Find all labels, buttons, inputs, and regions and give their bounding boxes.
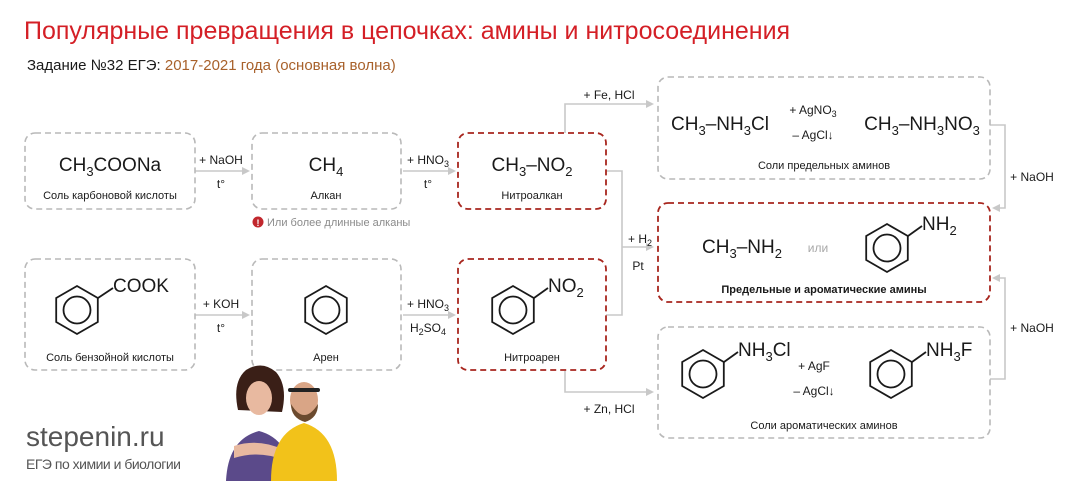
node-ammonium-salts: CH3–NH3Cl CH3–NH3NO3 Соли предельных ами… bbox=[657, 76, 991, 180]
sodium-acetate-formula: CH3COONa bbox=[59, 155, 162, 179]
reagent-naoh-upper: + NaOH bbox=[1010, 170, 1054, 184]
node-benzoate: COOK Соль бензойной кислоты bbox=[24, 258, 196, 371]
nitrobenzene-group: NO2 bbox=[548, 276, 584, 300]
reagent-hno3: + HNO3 bbox=[407, 153, 449, 169]
alkane-note: ! Или более длинные алканы bbox=[252, 216, 410, 229]
arrowhead-icon bbox=[448, 311, 456, 319]
reagent-koh: + KOH bbox=[203, 297, 239, 311]
page-subtitle: Задание №32 ЕГЭ: 2017-2021 года (основна… bbox=[27, 57, 396, 74]
warning-icon bbox=[252, 216, 264, 228]
arrowhead-icon bbox=[646, 100, 654, 108]
reagent-naoh-lower: + NaOH bbox=[1010, 321, 1054, 335]
presenter-beard bbox=[291, 404, 318, 422]
nitromethane-caption: Нитроалкан bbox=[501, 190, 562, 202]
arrowhead-icon bbox=[992, 204, 1000, 212]
anilinium-chloride-group: NH3Cl bbox=[738, 340, 791, 364]
aniline-group: NH2 bbox=[922, 214, 957, 238]
reagent-zn-hcl: + Zn, HCl bbox=[583, 402, 634, 416]
methylammonium-chloride: CH3–NH3Cl bbox=[671, 114, 769, 138]
reagent-h2: + H2 bbox=[628, 232, 652, 248]
arrow-naoh-lower bbox=[990, 277, 1006, 380]
methane-formula: CH4 bbox=[309, 155, 344, 179]
subtitle-years: 2017-2021 года (основная волна) bbox=[164, 57, 396, 74]
presenter-face bbox=[246, 381, 272, 415]
reagent-labels: + NaOH t° + HNO3 t° + KOH t° + HNO3 H2SO… bbox=[199, 88, 1054, 416]
benzene-caption: Арен bbox=[313, 352, 339, 364]
reagent-hno3-nitration: + HNO3 bbox=[407, 297, 449, 313]
presenters-photo bbox=[226, 365, 337, 481]
methylamine-formula: CH3–NH2 bbox=[702, 237, 782, 261]
reagent-pt: Pt bbox=[632, 259, 644, 273]
subtitle-task: Задание №32 ЕГЭ: bbox=[27, 57, 161, 74]
node-nitromethane: CH3–NO2 Нитроалкан bbox=[457, 132, 607, 210]
reagent-heat: t° bbox=[217, 177, 225, 191]
presenter-shirt bbox=[271, 423, 337, 481]
node-aromatic-salts: NH3Cl NH3F Соли ароматических аминов bbox=[657, 326, 991, 439]
brand-name: stepenin.ru bbox=[26, 421, 165, 452]
arrowhead-icon bbox=[992, 274, 1000, 282]
arrowhead-icon bbox=[242, 311, 250, 319]
methylammonium-nitrate: CH3–NH3NO3 bbox=[864, 114, 980, 138]
reagent-agf: + AgF bbox=[798, 359, 830, 373]
arrow-fe-hcl bbox=[564, 103, 648, 133]
node-benzene: Арен bbox=[251, 258, 402, 371]
arrowhead-icon bbox=[646, 243, 654, 251]
glasses-icon bbox=[288, 388, 320, 392]
benzoate-group: COOK bbox=[113, 276, 169, 297]
brand-tagline: ЕГЭ по химии и биологии bbox=[26, 456, 181, 472]
arrow-naoh-upper bbox=[990, 124, 1006, 209]
sodium-acetate-caption: Соль карбоновой кислоты bbox=[43, 190, 177, 202]
anilinium-fluoride-group: NH3F bbox=[926, 340, 972, 364]
reagent-fe-hcl: + Fe, HCl bbox=[583, 88, 634, 102]
ammonium-salts-caption: Соли предельных аминов bbox=[758, 160, 890, 172]
node-methane: CH4 Алкан bbox=[251, 132, 402, 210]
or-label: или bbox=[808, 241, 828, 255]
arrowhead-icon bbox=[646, 388, 654, 396]
arrowhead-icon bbox=[242, 167, 250, 175]
nitromethane-formula: CH3–NO2 bbox=[492, 155, 573, 179]
reagent-agno3: + AgNO3 bbox=[789, 103, 836, 119]
benzoate-caption: Соль бензойной кислоты bbox=[46, 352, 174, 364]
reagent-agcl: – AgCl↓ bbox=[793, 384, 834, 398]
arrow-zn-hcl bbox=[564, 371, 648, 393]
brand-block: stepenin.ru ЕГЭ по химии и биологии bbox=[26, 421, 181, 472]
node-sodium-acetate: CH3COONa Соль карбоновой кислоты bbox=[24, 132, 196, 210]
methane-caption: Алкан bbox=[310, 190, 341, 202]
alkane-note-text: Или более длинные алканы bbox=[267, 217, 410, 229]
arrowhead-icon bbox=[448, 167, 456, 175]
amines-caption: Предельные и ароматические амины bbox=[721, 284, 926, 296]
reagent-h2so4: H2SO4 bbox=[410, 321, 446, 337]
presenter-arms bbox=[234, 442, 284, 460]
arrow-h2-pt bbox=[604, 170, 648, 316]
node-amines: CH3–NH2 или NH2 Предельные и ароматическ… bbox=[657, 202, 991, 303]
reagent-heat: t° bbox=[217, 321, 225, 335]
reagent-heat: t° bbox=[424, 177, 432, 191]
reagent-naoh: + NaOH bbox=[199, 153, 243, 167]
node-nitrobenzene: NO2 Нитроарен bbox=[457, 258, 607, 371]
svg-text:!: ! bbox=[257, 218, 260, 228]
nitrobenzene-caption: Нитроарен bbox=[504, 352, 560, 364]
page-title: Популярные превращения в цепочках: амины… bbox=[24, 17, 791, 45]
aromatic-salts-caption: Соли ароматических аминов bbox=[750, 420, 897, 432]
reagent-agcl: – AgCl↓ bbox=[792, 128, 833, 142]
